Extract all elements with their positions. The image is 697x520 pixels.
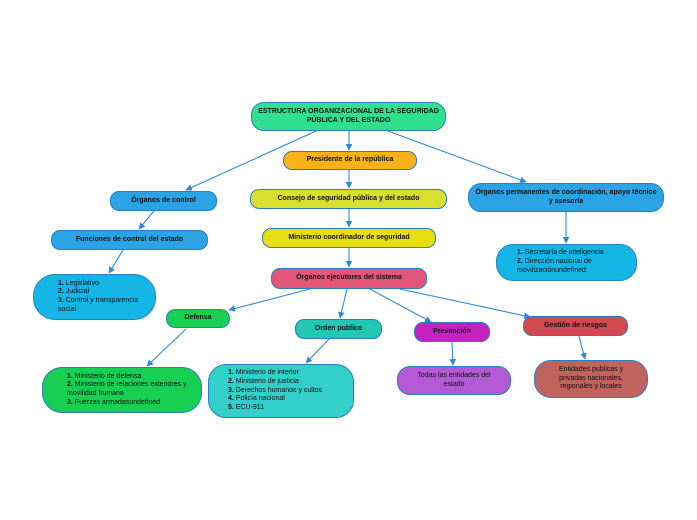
organos-control-text: Órganos de control — [131, 196, 196, 204]
defensa-list: 1. Ministerio de defensa 2. Ministerio d… — [67, 373, 195, 408]
funciones-control-text: Funciones de control del estado — [75, 235, 184, 243]
list-item: 2. Ministerio de justicia — [228, 377, 299, 385]
gestion-detail-node[interactable]: Entidades publicas y privadas nacionales… — [534, 360, 648, 398]
organos-ejecutores-text: Órganos ejecutores del sistema — [296, 274, 402, 282]
funciones-control-node[interactable]: Funciones de control del estado — [51, 230, 208, 250]
edge-ejecutores-prevencion — [369, 288, 432, 323]
orden-list: 1. Ministerio de interior 2. Ministerio … — [228, 369, 322, 413]
organos-ejecutores-node[interactable]: Órganos ejecutores del sistema — [271, 268, 427, 289]
edge-control-funciones — [138, 210, 155, 230]
edge-ejecutores-orden — [338, 288, 348, 319]
edge-orden-list — [305, 338, 330, 364]
orden-publico-node[interactable]: Orden publico — [295, 319, 382, 339]
edge-ejecutores-gestion — [399, 288, 531, 319]
prevencion-detail-text: Todas las entidades del estado — [417, 371, 491, 388]
organos-control-node[interactable]: Órganos de control — [110, 191, 217, 211]
gestion-detail-text: Entidades publicas y privadas nacionales… — [558, 365, 624, 391]
organos-permanentes-text: Órganos permanentes de coordinación, apo… — [475, 188, 657, 205]
title-text: ESTRUCTURA ORGANIZACIONAL DE LA SEGURIDA… — [258, 107, 439, 124]
permanentes-list-node[interactable]: 1. Secretaría de inteligencia 2. Direcci… — [496, 244, 637, 281]
presidente-node[interactable]: Presidente de la república — [283, 151, 417, 170]
consejo-node[interactable]: Consejo de seguridad pública y del estad… — [250, 189, 447, 209]
list-item: 2. Judicial — [58, 288, 90, 296]
orden-list-node[interactable]: 1. Ministerio de interior 2. Ministerio … — [208, 364, 354, 418]
edge-funciones-list — [108, 249, 124, 274]
list-item: 3. Control y transparencia social — [58, 297, 139, 313]
presidente-text: Presidente de la república — [306, 156, 394, 164]
edge-title-permanentes — [387, 130, 527, 184]
organos-permanentes-node[interactable]: Órganos permanentes de coordinación, apo… — [468, 183, 664, 212]
defensa-text: Defensa — [184, 314, 212, 322]
list-item: 1. Legislativo — [58, 279, 99, 287]
list-item: 2. Dirección nacional de movilizaciónund… — [517, 258, 592, 274]
gestion-riesgos-text: Gestión de riesgos — [543, 321, 608, 329]
consejo-text: Consejo de seguridad pública y del estad… — [277, 194, 420, 202]
prevencion-detail-node[interactable]: Todas las entidades del estado — [397, 366, 511, 395]
list-item: 1. Ministerio de interior — [228, 369, 299, 377]
list-item: 3. Fuerzas armadasundefined — [67, 398, 161, 406]
list-item: 1. Secretaría de inteligencia — [517, 249, 604, 257]
permanentes-list: 1. Secretaría de inteligencia 2. Direcci… — [517, 249, 630, 275]
list-item: 3. Derechos humanos y cultos — [228, 386, 323, 394]
list-item: 2. Ministerio de relaciones exteriores y… — [67, 381, 187, 397]
gestion-riesgos-node[interactable]: Gestión de riesgos — [523, 316, 628, 336]
prevencion-node[interactable]: Prevención — [414, 322, 490, 342]
control-list-node[interactable]: 1. Legislativo 2. Judicial 3. Control y … — [33, 274, 156, 320]
edge-defensa-list — [146, 328, 187, 367]
list-item: 5. ECU-911 — [228, 404, 265, 412]
prevencion-text: Prevención — [433, 327, 471, 335]
ministerio-coordinador-text: Ministerio coordinador de seguridad — [288, 233, 410, 241]
orden-publico-text: Orden publico — [314, 324, 363, 332]
defensa-node[interactable]: Defensa — [166, 309, 230, 328]
edge-gestion-text — [578, 335, 587, 360]
edge-ejecutores-defensa — [228, 288, 311, 312]
ministerio-coordinador-node[interactable]: Ministerio coordinador de seguridad — [262, 228, 436, 248]
defensa-list-node[interactable]: 1. Ministerio de defensa 2. Ministerio d… — [42, 367, 202, 413]
title-node[interactable]: ESTRUCTURA ORGANIZACIONAL DE LA SEGURIDA… — [251, 102, 446, 131]
edge-prevencion-text — [449, 341, 457, 366]
list-item: 1. Ministerio de defensa — [67, 372, 142, 380]
edge-title-control — [185, 130, 317, 191]
list-item: 4. Policía nacional — [228, 395, 285, 403]
control-list: 1. Legislativo 2. Judicial 3. Control y … — [58, 280, 149, 315]
